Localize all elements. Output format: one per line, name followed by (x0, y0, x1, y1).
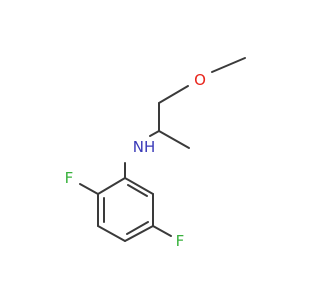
ring-bond-c1-c2 (97, 177, 126, 195)
bond-oxygen-to-methylene (158, 85, 189, 104)
bond-chiral-carbon-to-nitrogen (149, 130, 160, 137)
nitrogen-atom-label: NH (133, 138, 156, 156)
bond-ring-to-meta-fluorine (152, 225, 172, 237)
ring-bond-c3-c4 (97, 225, 126, 242)
ring-double-bond-inner-right (127, 184, 148, 197)
bond-chiral-carbon-to-methyl (158, 130, 190, 149)
ring-bond-c6-c1 (124, 177, 154, 195)
fluorine-ortho-atom-label: F (65, 169, 74, 187)
oxygen-atom-label: O (194, 71, 206, 89)
bond-methyl-carbon-to-oxygen (211, 57, 246, 73)
bond-ring-to-ortho-fluorine (79, 183, 99, 195)
ring-bond-c4-c5 (124, 225, 154, 242)
fluorine-meta-atom-label: F (176, 232, 185, 250)
molecule-structure-diagram: O NH F F (65, 57, 246, 250)
ring-double-bond-inner-bottom (126, 221, 149, 235)
